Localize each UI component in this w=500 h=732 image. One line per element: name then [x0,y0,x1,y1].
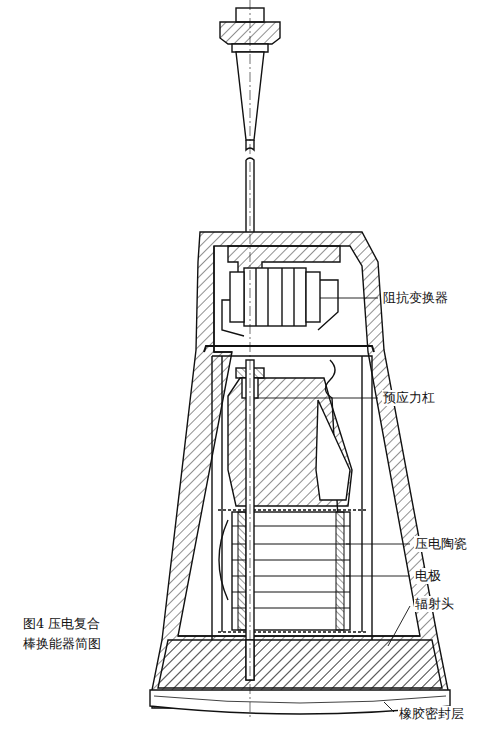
figure-caption: 图4 压电复合棒换能器简图 [22,614,108,653]
part-label: 电极 [414,568,442,584]
part-label: 压电陶瓷 [414,536,468,552]
part-label: 橡胶密封层 [398,706,465,722]
part-label: 辐射头 [414,596,455,612]
part-label: 预应力杠 [382,390,436,406]
part-label: 阻抗变换器 [382,290,449,306]
